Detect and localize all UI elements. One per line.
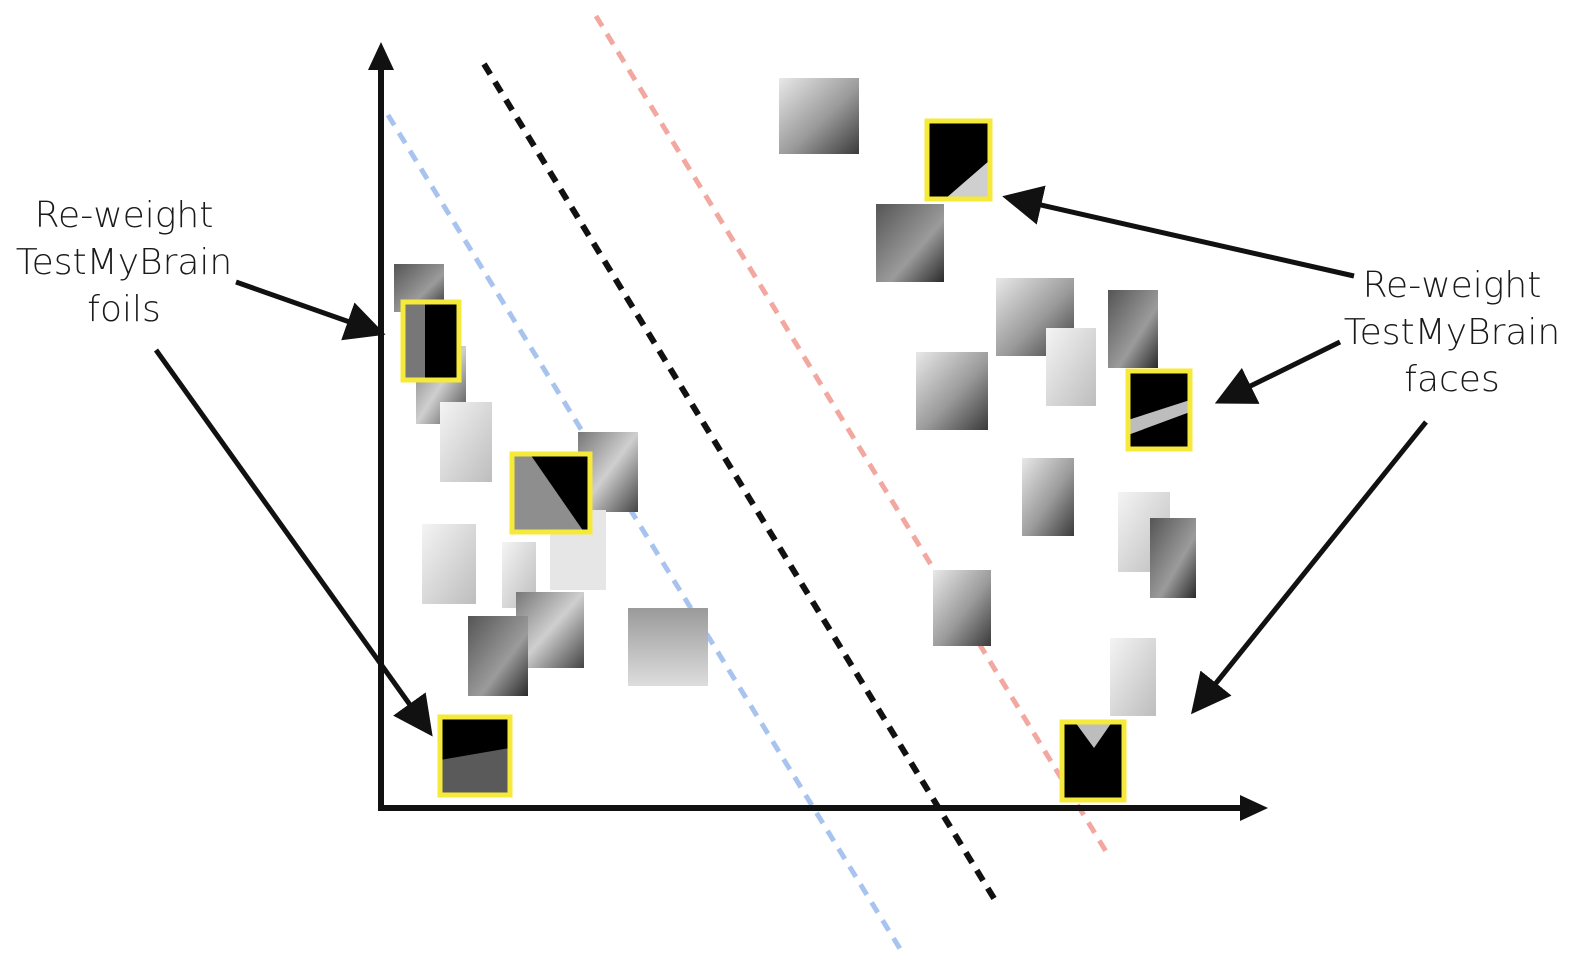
x-axis-arrowhead [1240,795,1268,821]
reweight-faces-label: Re-weight TestMyBrain faces [1336,262,1568,403]
label-line: faces [1404,359,1500,400]
face-photo [1022,458,1074,536]
foil-photo [422,524,476,604]
label-line: Re-weight [1362,265,1542,306]
highlighted-face-stimulus [924,118,993,202]
highlighted-foil-stimulus [400,299,462,383]
arrow-to-face-bottom [1190,420,1428,715]
face-photo [1150,518,1196,598]
face-photos [779,78,1196,716]
highlighted-foils [400,299,593,798]
highlighted-foil-stimulus [437,714,513,798]
face-photo [1108,290,1158,368]
arrow-to-face-top [1002,185,1355,279]
face-photo [916,352,988,430]
highlighted-foil-stimulus [509,451,593,535]
face-photo [1046,328,1096,406]
highlighted-face-stimulus [1059,719,1127,803]
blue-boundary-line [385,113,905,954]
label-line: Re-weight [34,195,214,236]
face-photo [933,570,991,646]
foil-pointer-arrows [153,279,433,737]
foil-photo [628,608,708,686]
y-axis [368,42,394,810]
label-line: foils [87,289,161,330]
y-axis-arrowhead [368,42,394,70]
foil-photo [440,402,492,482]
face-pointer-arrows [1002,185,1428,715]
highlighted-face-stimulus [1125,368,1193,452]
x-axis [378,795,1268,821]
red-boundary-line [593,14,1113,860]
arrow-to-foil-bottom [153,348,433,737]
black-boundary-line [481,62,1001,907]
label-line: TestMyBrain [15,242,233,283]
reweight-foils-label: Re-weight TestMyBrain foils [8,192,240,333]
face-photo [876,204,944,282]
face-photo [1110,638,1156,716]
foil-photo [468,616,528,696]
face-photo [779,78,859,154]
label-line: TestMyBrain [1343,312,1561,353]
arrow-to-face-middle [1214,339,1342,404]
highlighted-faces [924,118,1193,803]
arrow-to-foil-top [235,279,386,341]
